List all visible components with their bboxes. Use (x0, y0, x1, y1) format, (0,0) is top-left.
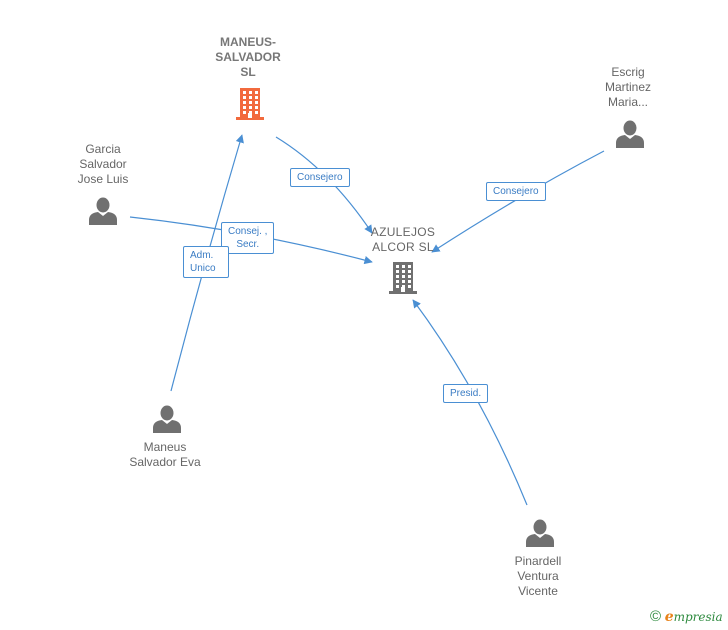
icon-layer (89, 88, 644, 547)
node-label-line: SALVADOR (215, 50, 281, 64)
copyright-footer: © empresia (650, 608, 723, 625)
node-maneus-salvador-sl[interactable]: MANEUS- SALVADOR SL (200, 35, 296, 80)
node-label-line: Escrig (611, 65, 645, 79)
edge-label-line: Unico (190, 263, 216, 274)
node-label-line: AZULEJOS (370, 225, 436, 239)
node-label-line: ALCOR SL (372, 240, 434, 254)
node-garcia-salvador-jose-luis[interactable]: Garcia Salvador Jose Luis (55, 142, 151, 187)
node-maneus-salvador-eva[interactable]: Maneus Salvador Eva (110, 440, 220, 470)
edge-label-line: Presid. (450, 388, 482, 399)
node-label-line: Salvador Eva (129, 455, 201, 469)
node-label-line: Salvador (79, 157, 127, 171)
building-icon (236, 88, 264, 120)
node-label-line: Ventura (517, 569, 559, 583)
building-icon (389, 262, 417, 294)
person-icon (526, 519, 554, 547)
edge-label-adm-unico[interactable]: Adm. Unico (183, 246, 229, 278)
logo-letter: e (664, 609, 674, 625)
node-label-line: Pinardell (514, 554, 562, 568)
node-azulejos-alcor-sl[interactable]: AZULEJOS ALCOR SL (355, 225, 451, 255)
node-label-line: Maria... (607, 95, 648, 109)
person-icon (89, 197, 117, 225)
logo-text: mpresia (673, 610, 723, 624)
edge-label-consej-secr[interactable]: Consej. , Secr. (221, 222, 275, 254)
node-label-line: Vicente (518, 584, 558, 598)
edge-label-line: Consejero (493, 186, 539, 197)
node-label-line: SL (240, 65, 256, 79)
edge-label-line: Secr. (236, 239, 260, 250)
node-pinardell-ventura-vicente[interactable]: Pinardell Ventura Vicente (490, 554, 586, 599)
edge-escrig_martinez_maria-to-azulejos_alcor_sl (431, 150, 605, 253)
node-label-line: MANEUS- (220, 35, 276, 49)
edge-label-line: Adm. (190, 250, 214, 261)
node-label-line: Maneus (143, 440, 187, 454)
edge-label-line: Consej. , (228, 226, 268, 237)
node-escrig-martinez-maria[interactable]: Escrig Martinez Maria... (580, 65, 676, 110)
person-icon (153, 405, 181, 433)
person-icon (616, 120, 644, 148)
edge-label-presid[interactable]: Presid. (443, 384, 489, 403)
copyright-icon: © (650, 608, 662, 625)
node-label-line: Jose Luis (77, 172, 129, 186)
edge-label-consejero[interactable]: Consejero (290, 168, 350, 187)
edge-label-consejero[interactable]: Consejero (486, 182, 546, 201)
node-label-line: Garcia (85, 142, 121, 156)
edge-label-line: Consejero (297, 172, 343, 183)
empresia-logo: empresia (664, 609, 723, 625)
node-label-line: Martinez (604, 80, 651, 94)
